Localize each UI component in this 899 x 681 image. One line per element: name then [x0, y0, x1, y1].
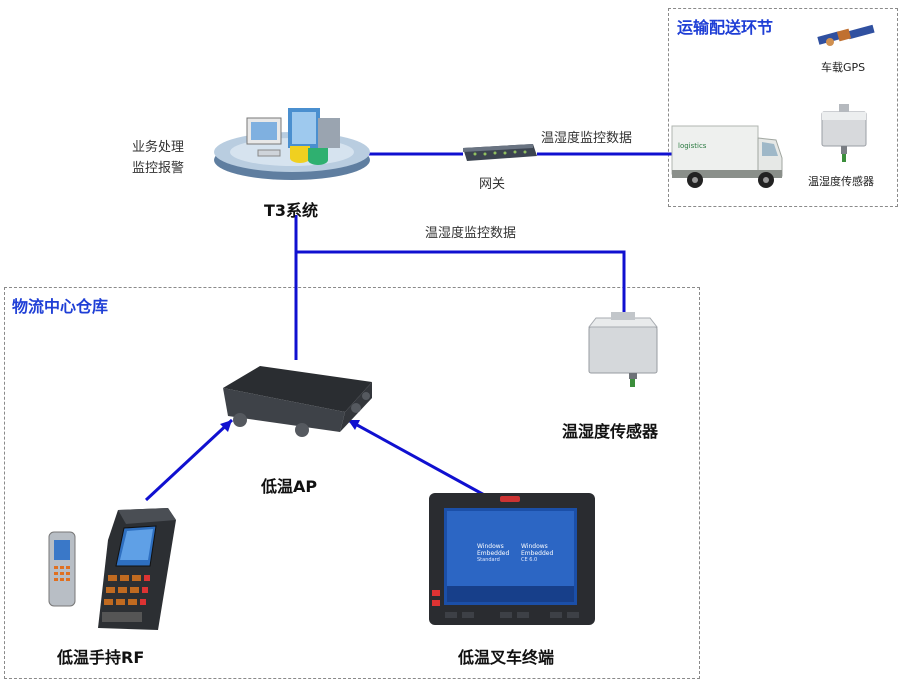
link-label-sensor-t3: 温湿度监控数据 [425, 226, 517, 241]
screen-text-right-3: CE 6.0 [521, 557, 538, 563]
low-temp-ap-label: 低温AP [261, 477, 318, 496]
gateway-icon [463, 144, 537, 161]
forklift-terminal-icon [429, 493, 595, 625]
warehouse-zone-title: 物流中心仓库 [12, 297, 109, 316]
link-sensor-t3 [296, 250, 626, 318]
link-label-gateway-truck: 温湿度监控数据 [541, 131, 633, 146]
truck-sensor-label: 温湿度传感器 [808, 175, 874, 188]
transport-zone-title: 运输配送环节 [677, 18, 774, 37]
handheld-small-icon [48, 531, 76, 607]
satellite-icon [817, 24, 875, 46]
t3-server-icon [214, 108, 370, 180]
warehouse-sensor-icon [587, 312, 659, 387]
handheld-large-icon [98, 508, 176, 630]
warehouse-zone-box [4, 287, 700, 679]
screen-text-left-2: Embedded [477, 550, 510, 557]
truck-icon: logistics [671, 125, 783, 188]
screen-text-left-1: Windows [477, 543, 504, 550]
handheld-rf-label: 低温手持RF [57, 648, 145, 667]
monitoring-alarm-label: 监控报警 [132, 161, 185, 176]
gateway-label: 网关 [479, 177, 506, 192]
screen-text-left-3: Standard [477, 557, 500, 563]
link-ap-forklift [347, 418, 489, 499]
screen-text-right-1: Windows [521, 543, 548, 550]
forklift-terminal-label: 低温叉车终端 [458, 648, 555, 667]
business-processing-label: 业务处理 [132, 140, 185, 155]
warehouse-sensor-label: 温湿度传感器 [562, 422, 659, 441]
vehicle-gps-label: 车载GPS [821, 61, 866, 74]
truck-sensor-icon [821, 104, 867, 162]
transport-zone-box [668, 8, 898, 207]
link-ap-handheld [144, 418, 234, 502]
svg-text:logistics: logistics [678, 142, 707, 150]
t3-system-label: T3系统 [264, 201, 319, 220]
screen-text-right-2: Embedded [521, 550, 554, 557]
access-point-icon [223, 366, 372, 437]
arrow-ap-forklift [348, 420, 360, 430]
arrow-ap-handheld [220, 420, 232, 432]
